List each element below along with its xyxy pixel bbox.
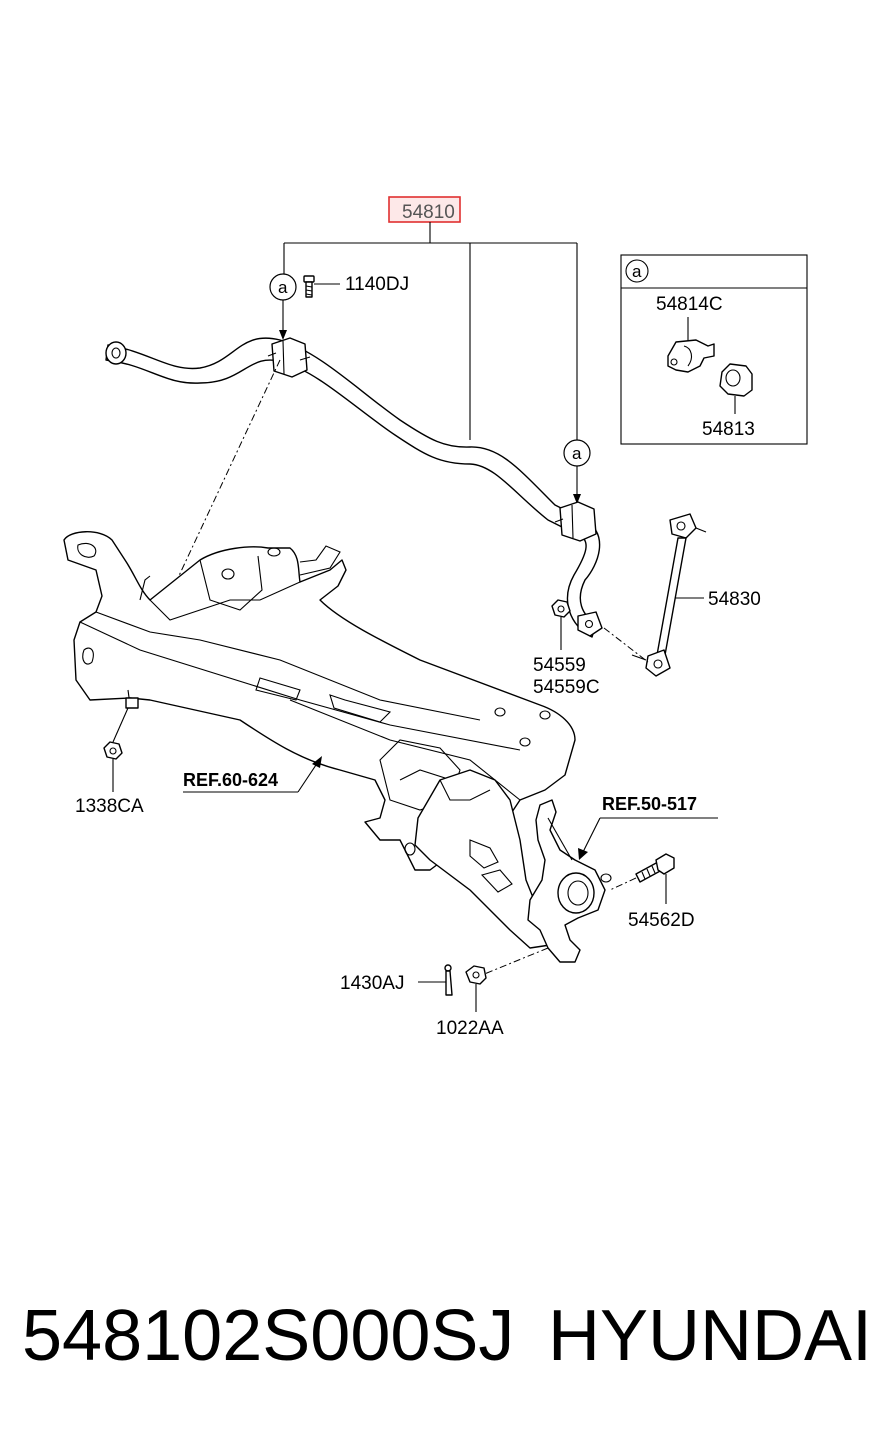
stabilizer-bar	[105, 337, 603, 638]
nut-54559	[551, 599, 571, 618]
label-bolt-54562d: 54562D	[628, 910, 695, 931]
inset-callout-letter: a	[632, 262, 642, 281]
main-part-callout[interactable]: 54810	[388, 196, 461, 223]
ref-knuckle[interactable]: REF.50-517	[602, 794, 697, 814]
label-bracket-54814c: 54814C	[656, 294, 723, 315]
callout-letter: a	[572, 444, 582, 463]
main-part-highlight-box	[388, 196, 461, 223]
cotter-pin-1430aj	[444, 964, 453, 996]
label-nut-1338ca: 1338CA	[75, 796, 144, 817]
callout-bubble-left[interactable]: a	[269, 273, 297, 301]
steering-knuckle	[527, 799, 612, 963]
footer-part-code: 548102S000SJ	[22, 1296, 515, 1376]
label-cotter-pin-1430aj: 1430AJ	[340, 973, 404, 994]
bolt-54562d	[635, 853, 675, 883]
label-nut-54559: 54559	[533, 655, 586, 676]
ref-subframe[interactable]: REF.60-624	[183, 770, 278, 790]
parts-diagram: 54810 a a 1140DJ	[63, 196, 808, 1039]
nut-1338ca	[103, 689, 139, 760]
castle-nut-1022aa	[465, 965, 487, 985]
footer-brand: HYUNDAI	[548, 1296, 873, 1376]
main-part-number: 54810	[402, 202, 455, 223]
inset-detail-box: a 54814C 54813	[620, 254, 808, 445]
callout-bubble-right[interactable]: a	[563, 439, 591, 467]
stabilizer-link	[631, 513, 707, 677]
label-bushing-54813: 54813	[702, 419, 755, 440]
bolt-1140dj	[303, 275, 315, 298]
label-link-54830: 54830	[708, 589, 761, 610]
label-castle-nut-1022aa: 1022AA	[436, 1018, 504, 1039]
main-part-leader-lines	[283, 222, 578, 440]
label-bolt-1140dj: 1140DJ	[345, 274, 409, 295]
footer: 548102S000SJ HYUNDAI	[0, 1295, 886, 1405]
label-nut-54559c: 54559C	[533, 677, 600, 698]
callout-letter: a	[278, 278, 288, 297]
